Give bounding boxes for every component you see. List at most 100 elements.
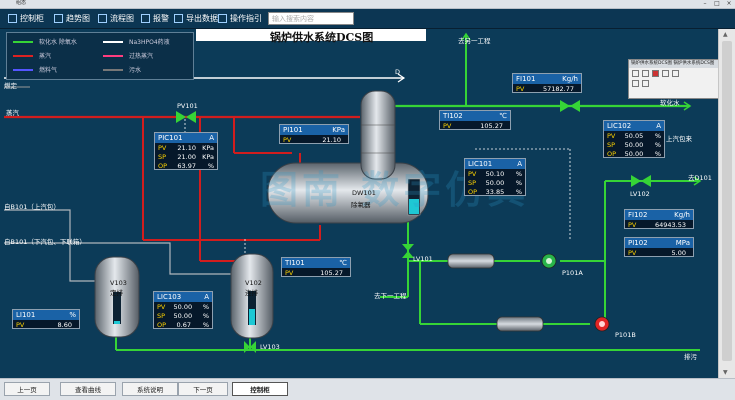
- mini-btn-5[interactable]: [632, 79, 639, 87]
- label-steam-in: 蒸汽: [6, 109, 19, 117]
- mini-window-row2: [629, 78, 719, 88]
- minimize-button[interactable]: –: [703, 0, 707, 7]
- label-pv101: PV101: [177, 102, 198, 110]
- label-lv103: LV103: [260, 343, 280, 351]
- label-drain: 排污: [684, 353, 697, 361]
- process-flow-svg: [4, 29, 702, 353]
- mini-btn-6[interactable]: [642, 79, 649, 87]
- trend-chart-button[interactable]: 趋势图: [54, 11, 90, 26]
- scroll-up-icon[interactable]: ▲: [723, 31, 728, 38]
- alarm-button[interactable]: 报警: [141, 11, 169, 26]
- page-title: 锅炉供水系统DCS图: [270, 31, 374, 44]
- label-pump-a: P101A: [562, 269, 583, 277]
- pump-p101a-core: [546, 258, 552, 264]
- label-dw101-tag: DW101: [352, 189, 376, 197]
- mini-btn-3[interactable]: [662, 69, 669, 77]
- mini-btn-2[interactable]: [642, 69, 649, 77]
- label-from-b101-down: 自B101（下汽包、下联箱）: [4, 238, 86, 246]
- search-icon[interactable]: ⌕: [346, 13, 352, 23]
- arrow-to-project: [461, 32, 471, 41]
- mini-control-window: 锅炉供水系统DCS图 锅炉供水系统DCS图: [628, 59, 720, 99]
- pump-p101b-core: [599, 321, 605, 327]
- mini-window-controls: [629, 68, 719, 78]
- label-lv101: LV101: [413, 255, 433, 263]
- valve-soft-water[interactable]: [560, 100, 580, 112]
- dw101-level-fill: [409, 199, 419, 214]
- label-lv102: LV102: [630, 190, 650, 198]
- label-outlet-d: D: [395, 68, 401, 76]
- hx-b: [496, 316, 544, 332]
- panel-icon: [8, 14, 17, 23]
- pipe-b101-down: [4, 242, 232, 275]
- legend-item: 污水: [103, 65, 141, 74]
- export-icon: [174, 14, 183, 23]
- next-page-button[interactable]: 下一页: [178, 382, 228, 396]
- valve-lv101[interactable]: [402, 244, 414, 258]
- prev-page-button[interactable]: 上一页: [4, 382, 50, 396]
- label-dw101-name: 除氧器: [351, 201, 371, 209]
- vertical-scrollbar[interactable]: ▲ ▼: [718, 29, 735, 378]
- legend-item: 蒸汽: [13, 51, 51, 60]
- mini-btn-4[interactable]: [672, 69, 679, 77]
- label-upper-steam: 上汽包来: [666, 135, 692, 143]
- toolbar: 控制柜 趋势图 流程图 报警 导出数据 操作指引 ⌕: [0, 9, 735, 29]
- label-v102-tag: V102: [245, 279, 262, 287]
- system-info-button[interactable]: 系统说明: [122, 382, 178, 396]
- pipe-b101-up: [4, 209, 95, 282]
- hx-a: [447, 253, 495, 269]
- mini-window-title: 锅炉供水系统DCS图 锅炉供水系统DCS图: [629, 60, 719, 68]
- search-input[interactable]: [268, 12, 354, 25]
- label-v103-tag: V103: [110, 279, 127, 287]
- label-to-project: 去另一工程: [458, 37, 491, 45]
- v103-level-gauge: [113, 292, 121, 324]
- operation-guide-button[interactable]: 操作指引: [218, 11, 262, 26]
- flow-chart-button[interactable]: 流程图: [98, 11, 134, 26]
- legend-item: 软化水 除氧水: [13, 37, 77, 46]
- label-to-next: 去下一工程: [374, 292, 407, 300]
- label-v103-name: 定排: [110, 289, 123, 297]
- bottom-navigation: 上一页 查看曲线 系统说明 下一页 控制柜: [0, 378, 735, 400]
- maximize-button[interactable]: □: [714, 0, 720, 7]
- valve-lv103[interactable]: [244, 341, 256, 353]
- guide-icon: [218, 14, 227, 23]
- arrow-soft-water: [683, 101, 692, 111]
- close-button[interactable]: ×: [726, 0, 732, 7]
- legend-item: 燃料气: [13, 65, 57, 74]
- mini-btn-1[interactable]: [632, 69, 639, 77]
- valve-lv102[interactable]: [631, 175, 651, 187]
- export-data-button[interactable]: 导出数据: [174, 11, 218, 26]
- label-soft-water: 软化水: [660, 99, 680, 107]
- legend-item: 过热蒸汽: [103, 51, 153, 60]
- title-strip: [196, 29, 426, 41]
- control-cabinet-tab[interactable]: 控制柜: [232, 382, 288, 396]
- label-v102-name: 连排: [245, 289, 258, 297]
- arrow-d: [397, 73, 406, 83]
- control-cabinet-button[interactable]: 控制柜: [8, 11, 44, 26]
- dcs-diagram: 图南 数字仿真 锅炉供水系统DCS图 软化水 除氧水 Na3HPO4药液 蒸汽 …: [0, 29, 720, 378]
- v102-level-gauge: [248, 291, 256, 325]
- view-curve-button[interactable]: 查看曲线: [60, 382, 116, 396]
- alarm-icon: [141, 14, 150, 23]
- label-pump-b: P101B: [615, 331, 636, 339]
- legend-item: Na3HPO4药液: [103, 37, 170, 46]
- mini-btn-stop[interactable]: [652, 69, 659, 77]
- valve-pv101[interactable]: [176, 111, 196, 123]
- pipe-legend: 软化水 除氧水 Na3HPO4药液 蒸汽 过热蒸汽 燃料气 污水: [6, 32, 194, 80]
- scroll-down-icon[interactable]: ▼: [723, 369, 728, 376]
- trend-icon: [54, 14, 63, 23]
- v102-level-fill: [249, 309, 255, 325]
- window-title: 组态: [16, 0, 27, 6]
- scroll-thumb[interactable]: [722, 41, 732, 361]
